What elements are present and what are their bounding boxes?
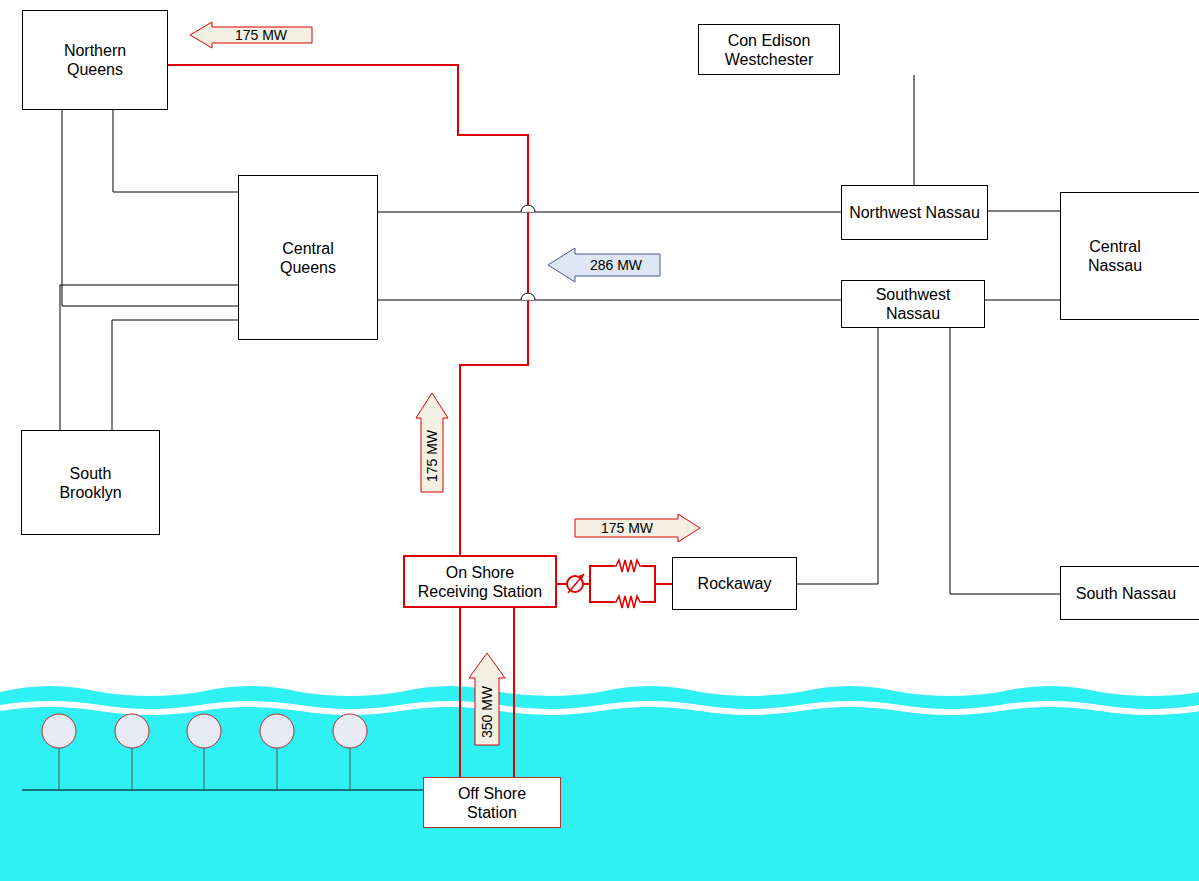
flow-arrow — [416, 393, 448, 492]
turbine-stem — [204, 748, 205, 790]
station-name: Off Shore Station — [450, 784, 534, 822]
transmission-cable — [168, 65, 528, 555]
flow-arrow — [575, 514, 700, 542]
station-name: Central Nassau — [1075, 237, 1155, 275]
station-box: Northwest Nassau — [841, 185, 988, 240]
turbine-stem — [59, 748, 60, 790]
flow-label: 350 MW — [479, 686, 495, 738]
station-box: Con Edison Westchester — [698, 24, 840, 75]
flow-label: 175 MW — [601, 520, 653, 536]
transformer-symbol — [612, 596, 644, 608]
station-name: Southwest Nassau — [865, 285, 961, 323]
phase-shifter-arrow — [568, 574, 584, 593]
station-box: On Shore Receiving Station — [403, 555, 557, 608]
collector-line — [22, 790, 424, 791]
turbine-stem — [350, 748, 351, 790]
grid-line — [378, 212, 841, 213]
grid-line — [378, 300, 841, 301]
station-box: Off Shore Station — [423, 777, 561, 828]
wave-crest — [0, 704, 1199, 712]
symbols — [521, 205, 644, 608]
turbine-rotor — [260, 714, 294, 748]
transmission-cable — [513, 608, 515, 777]
wind-turbines — [42, 714, 367, 790]
black-connectors — [60, 75, 1060, 594]
grid-line — [985, 300, 1060, 301]
grid-line — [113, 110, 238, 192]
transmission-cable — [459, 608, 461, 777]
station-box: Central Queens — [238, 175, 378, 340]
flow-arrow — [190, 22, 312, 48]
grid-line — [60, 285, 238, 430]
phase-shifter-arrowhead — [578, 574, 584, 580]
flow-arrow — [469, 653, 505, 745]
flow-arrow — [548, 248, 660, 282]
grid-line — [112, 320, 238, 430]
flow-arrows — [190, 22, 700, 745]
grid-line — [914, 75, 915, 185]
station-name: On Shore Receiving Station — [413, 563, 547, 601]
flow-label: 175 MW — [424, 430, 440, 482]
station-box: Central Nassau — [1060, 192, 1199, 320]
station-box: Rockaway — [672, 557, 797, 610]
turbine-rotor — [115, 714, 149, 748]
turbine-rotor — [42, 714, 76, 748]
turbine-stem — [277, 748, 278, 790]
station-name: South Nassau — [1076, 584, 1177, 603]
grid-line — [988, 211, 1060, 212]
flow-label: 175 MW — [235, 27, 287, 43]
turbine-stem — [132, 748, 133, 790]
station-name: South Brooklyn — [49, 464, 133, 502]
station-name: Con Edison Westchester — [714, 31, 824, 69]
station-box: South Nassau — [1060, 566, 1199, 620]
grid-line — [797, 328, 878, 584]
station-box: Southwest Nassau — [841, 280, 985, 328]
transformer-symbol — [612, 560, 644, 572]
grid-line — [950, 328, 1060, 594]
station-name: Northwest Nassau — [849, 203, 980, 222]
flow-label: 286 MW — [590, 257, 642, 273]
turbine-rotor — [333, 714, 367, 748]
turbine-rotor — [187, 714, 221, 748]
station-box: South Brooklyn — [21, 430, 160, 535]
station-name: Central Queens — [266, 239, 350, 277]
line-hop — [521, 205, 535, 212]
station-box: Northern Queens — [22, 10, 168, 110]
sea-water — [0, 686, 1199, 881]
grid-line — [62, 110, 238, 306]
red-connectors — [168, 65, 672, 777]
station-name: Northern Queens — [53, 41, 137, 79]
line-hop — [521, 293, 535, 300]
station-name: Rockaway — [698, 574, 772, 593]
